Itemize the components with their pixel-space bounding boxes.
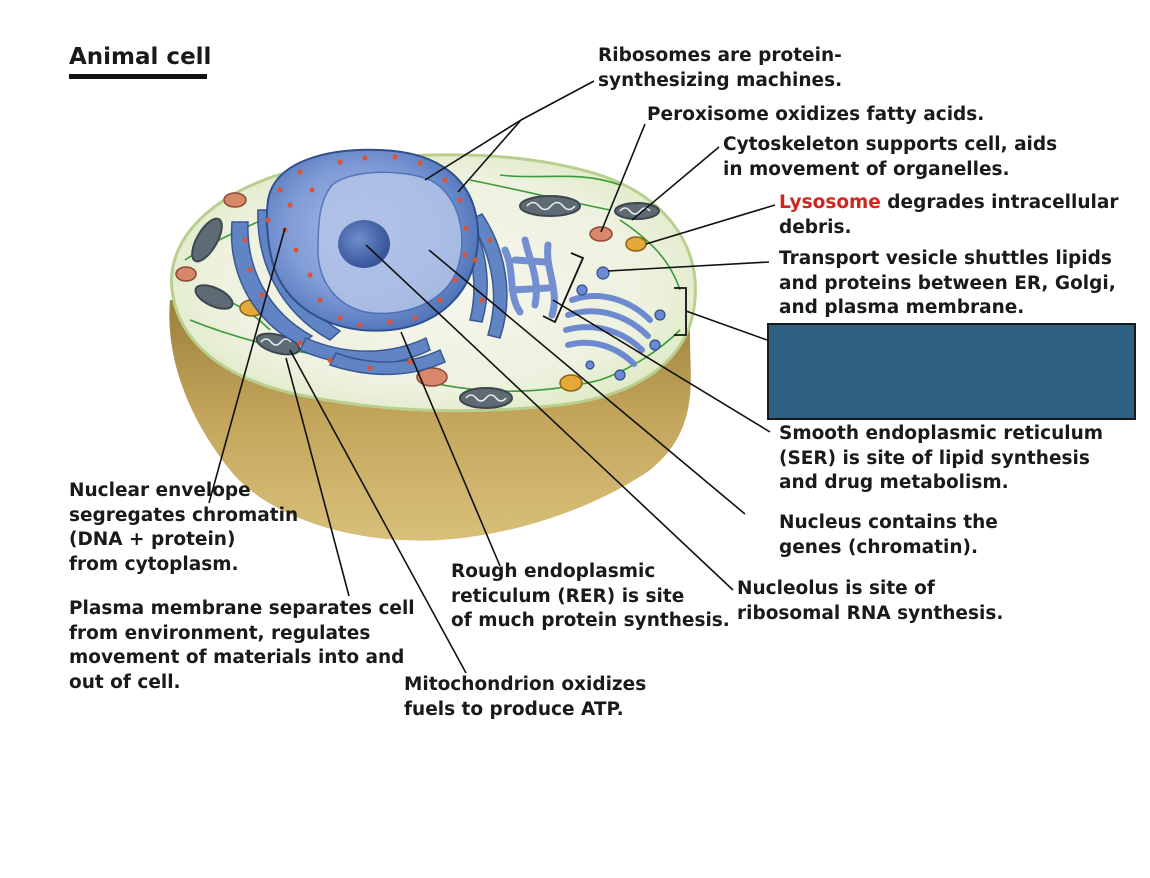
peroxisome bbox=[175, 266, 197, 282]
label-plasma-membrane: Plasma membrane separates cell from envi… bbox=[69, 598, 415, 693]
ribosomes bbox=[242, 154, 493, 371]
label-nucleolus: Nucleolus is site of ribosomal RNA synth… bbox=[737, 578, 1004, 624]
label-smooth-er: Smooth endoplasmic reticulum (SER) is si… bbox=[779, 423, 1104, 493]
peroxisome bbox=[416, 367, 448, 387]
rough-er bbox=[230, 203, 508, 376]
leader-lines bbox=[208, 80, 776, 674]
peroxisome bbox=[223, 192, 247, 208]
label-peroxisome: Peroxisome oxidizes fatty acids. bbox=[647, 104, 985, 125]
label-nucleus: Nucleus contains the genes (chromatin). bbox=[779, 512, 998, 558]
label-transport-vesicle: Transport vesicle shuttles lipids and pr… bbox=[779, 248, 1116, 318]
cover-box bbox=[767, 323, 1136, 420]
label-cytoskeleton: Cytoskeleton supports cell, aids in move… bbox=[723, 134, 1058, 180]
label-mitochondrion: Mitochondrion oxidizes fuels to produce … bbox=[404, 674, 647, 720]
mitochondrion bbox=[459, 387, 513, 409]
page-title: Animal cell bbox=[69, 44, 212, 70]
label-ribosomes: Ribosomes are protein- synthesizing mach… bbox=[598, 45, 843, 91]
title-underline bbox=[69, 74, 207, 79]
smooth-er bbox=[501, 236, 558, 319]
lysosome bbox=[625, 236, 647, 252]
lysosome bbox=[559, 374, 583, 392]
mitochondria bbox=[191, 195, 660, 409]
mitochondrion bbox=[194, 284, 234, 310]
golgi-apparatus bbox=[563, 293, 653, 367]
mitochondrion bbox=[191, 217, 223, 263]
label-rough-er: Rough endoplasmic reticulum (RER) is sit… bbox=[451, 561, 730, 631]
nucleus bbox=[265, 148, 480, 332]
lysosome-description: degrades intracellular debris. bbox=[779, 192, 1119, 238]
transport-vesicles bbox=[576, 266, 666, 381]
peroxisome bbox=[589, 226, 613, 242]
label-lysosome: Lysosome degrades intracellular debris. bbox=[779, 191, 1118, 240]
mitochondrion bbox=[519, 195, 581, 217]
lysosome-term: Lysosome bbox=[779, 192, 881, 213]
label-nuclear-envelope: Nuclear envelope segregates chromatin (D… bbox=[69, 480, 299, 575]
